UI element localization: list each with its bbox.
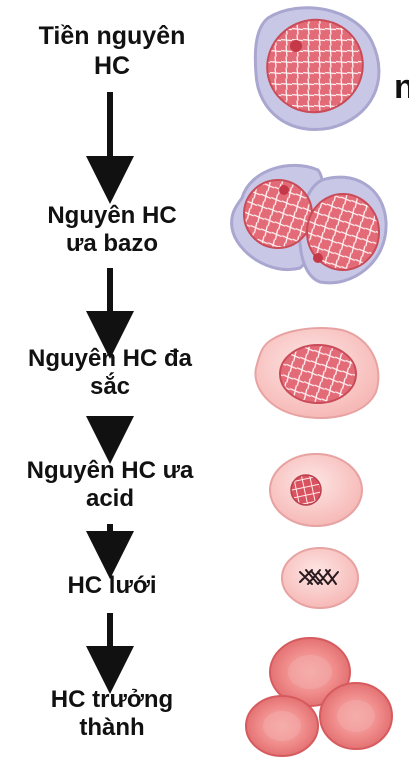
- reticulocyte-icon: [281, 547, 359, 609]
- red-blood-cells-icon: [245, 637, 393, 757]
- stage-label-reticulocyte: HC lưới: [67, 572, 157, 599]
- polychromatic-erythroblast-icon: [254, 327, 380, 419]
- stage-label-proerythroblast: Tiền nguyên HC: [38, 22, 186, 80]
- stage-label-mature-rbc: HC trưởng thành: [50, 686, 174, 742]
- stage-label-basophilic-erythroblast: Nguyên HC ưa bazo: [47, 202, 177, 258]
- stage-label-polychromatic-erythroblast: Nguyên HC đa sắc: [27, 345, 192, 401]
- orthochromatic-erythroblast-icon: [269, 453, 363, 527]
- dividing-basophilic-erythroblast-icon: [230, 163, 388, 285]
- edge-text-fragment: n: [394, 68, 409, 106]
- stage-label-orthochromatic-erythroblast: Nguyên HC ưa acid: [26, 457, 194, 513]
- proerythroblast-cell-icon: [253, 6, 381, 131]
